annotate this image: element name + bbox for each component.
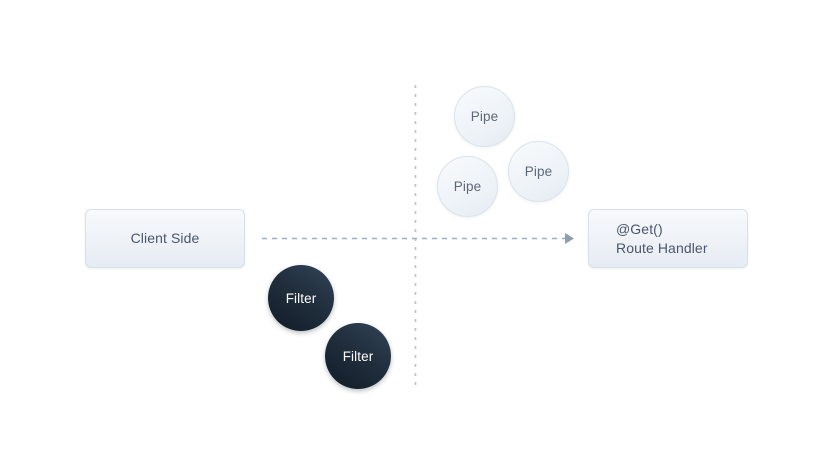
filter-node-2[interactable]: Filter: [325, 323, 391, 389]
pipe-node-1[interactable]: Pipe: [454, 86, 515, 147]
pipe-node-2[interactable]: Pipe: [437, 156, 498, 217]
client-side-node[interactable]: Client Side: [85, 209, 245, 268]
route-handler-label: Route Handler: [616, 239, 708, 256]
client-side-label: Client Side: [130, 230, 200, 246]
filter-node-1[interactable]: Filter: [268, 265, 334, 331]
filter-node-2-label: Filter: [342, 348, 374, 364]
pipe-node-1-label: Pipe: [470, 109, 499, 124]
filter-node-1-label: Filter: [285, 290, 317, 306]
route-handler-decorator-label: @Get(): [616, 220, 663, 237]
route-handler-node[interactable]: @Get() Route Handler: [588, 209, 748, 268]
request-flow-arrowhead-icon: [565, 233, 574, 244]
pipe-node-2-label: Pipe: [453, 179, 482, 194]
pipe-node-3-label: Pipe: [524, 164, 553, 179]
pipe-node-3[interactable]: Pipe: [508, 141, 569, 202]
